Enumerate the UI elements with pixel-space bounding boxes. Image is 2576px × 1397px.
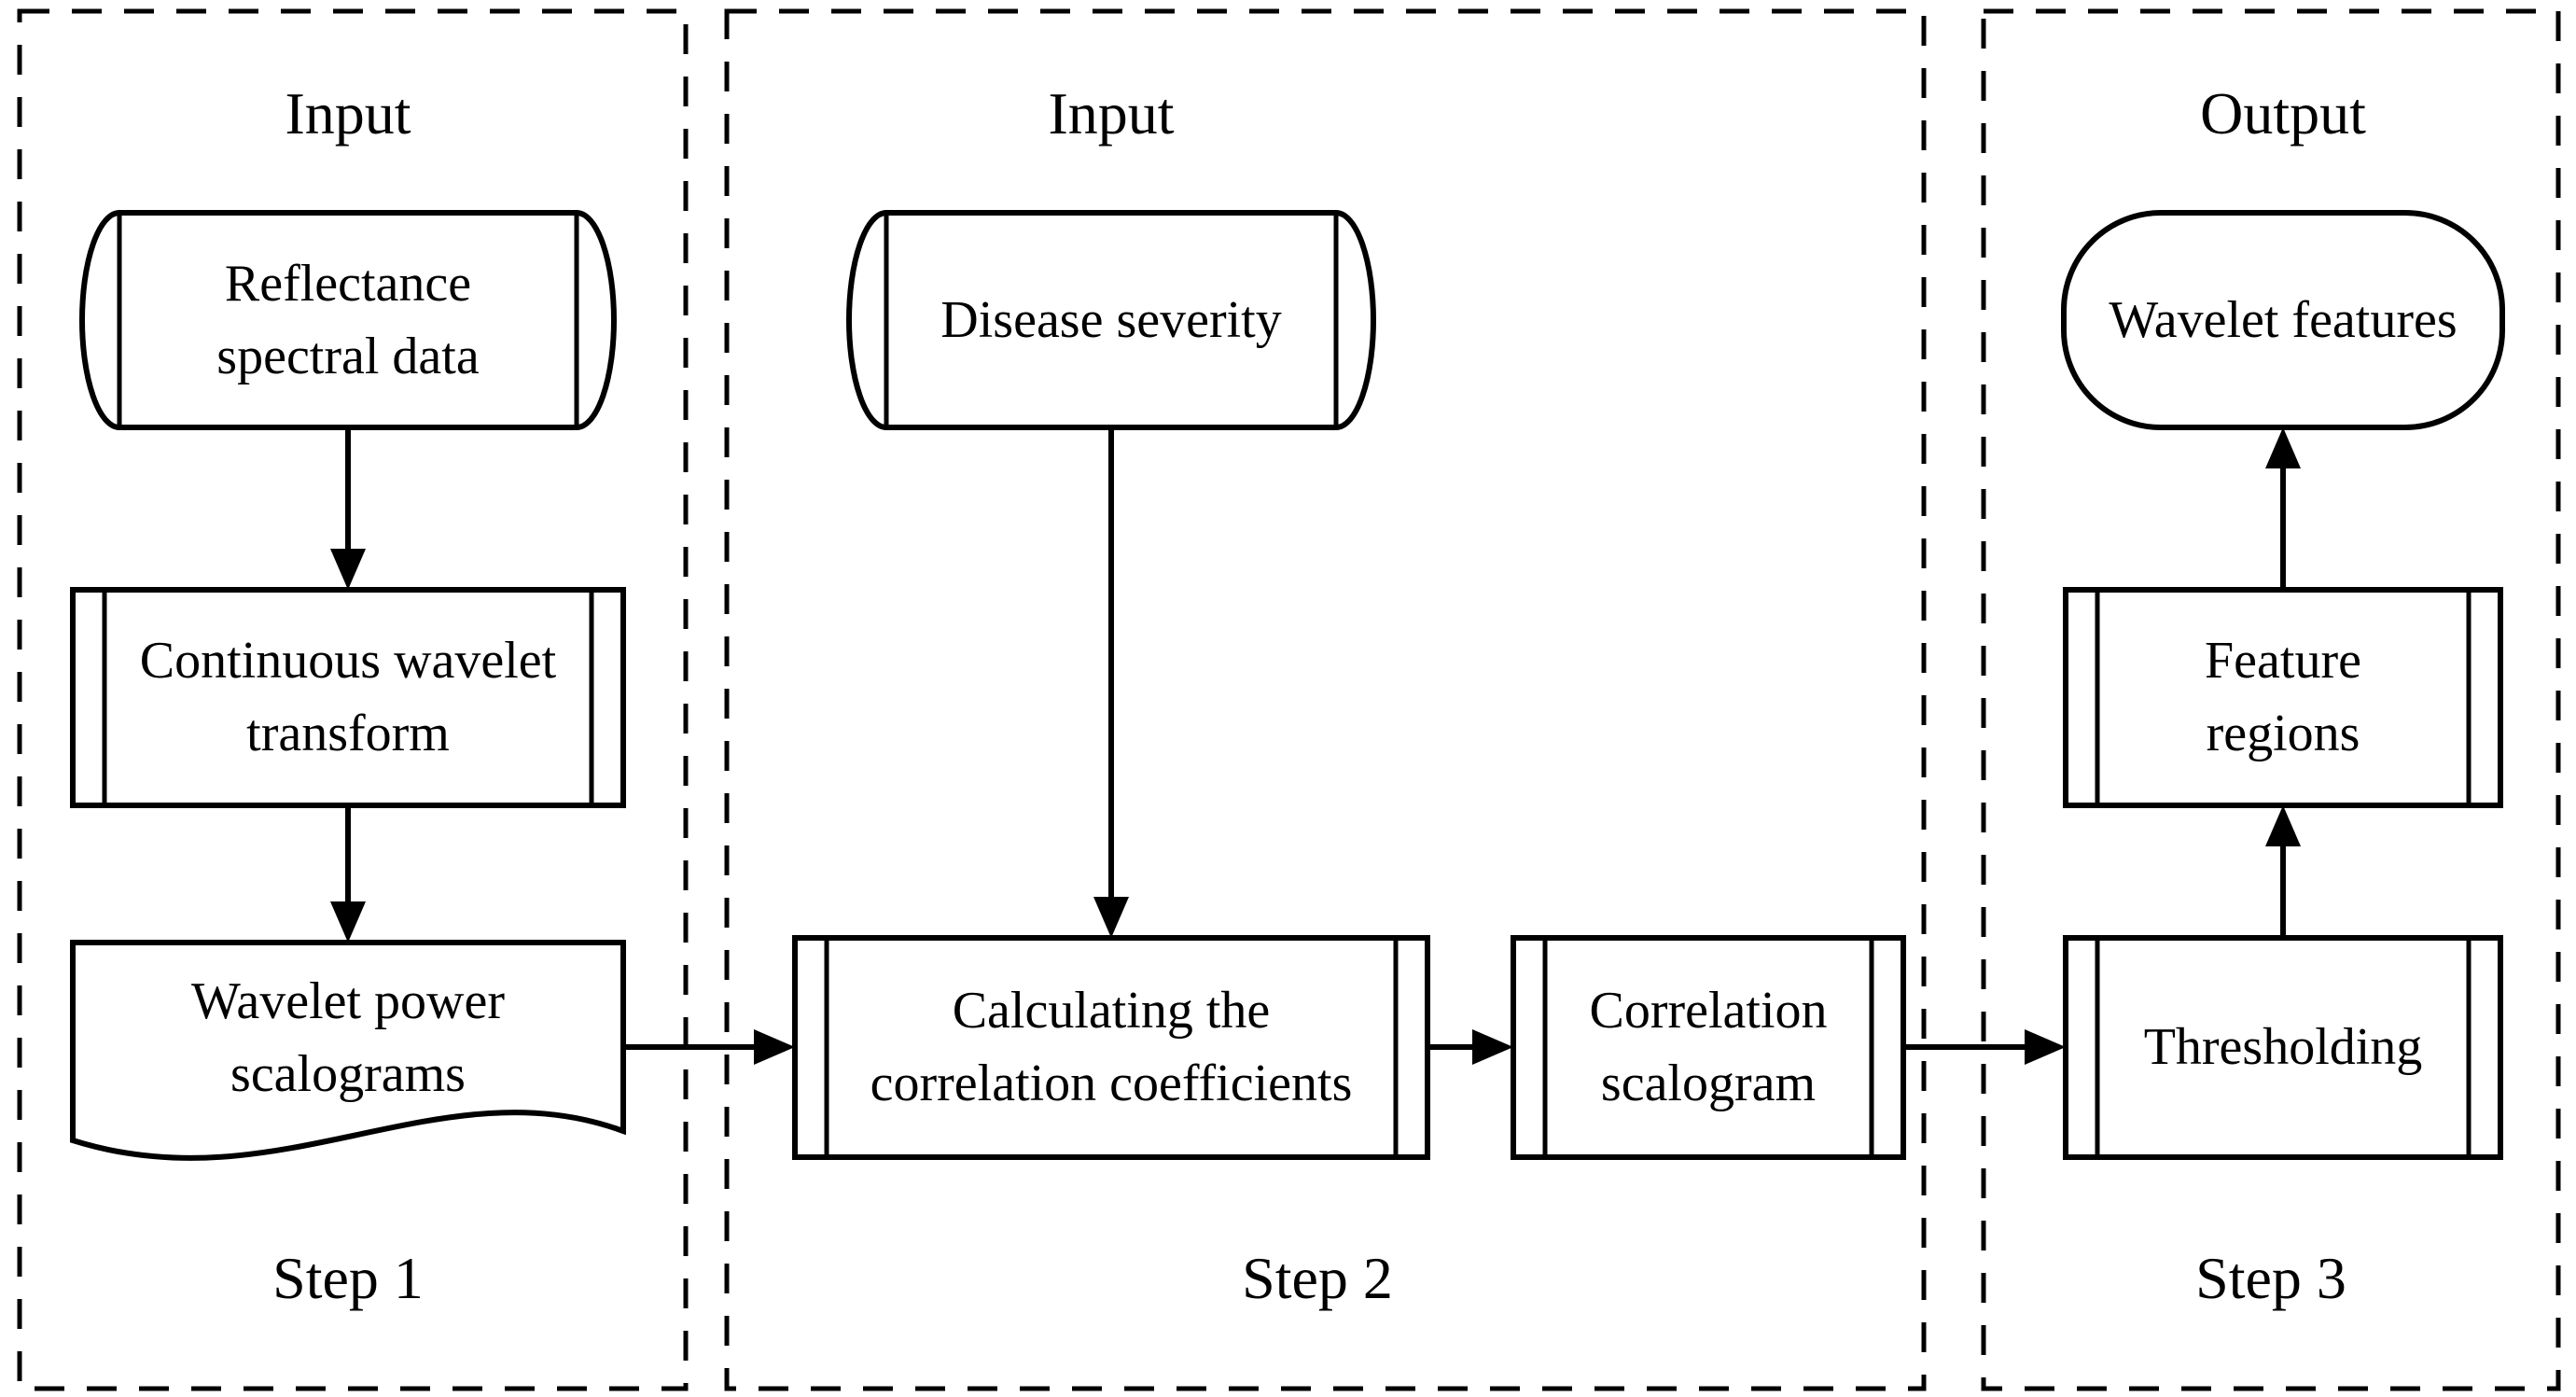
- step2-header-label: Input: [1048, 80, 1175, 147]
- reflectance-data-shape: [79, 210, 617, 430]
- thresholding-process-label: Thresholding: [2143, 1018, 2423, 1076]
- arrow-regions-to-features: [2265, 427, 2301, 590]
- cwt-process-label: Continuous wavelet transform: [139, 632, 557, 762]
- scalograms-document-shape: [70, 940, 626, 1161]
- arrow-calculating-to-correlation: [1427, 1029, 1513, 1065]
- severity-data-shape: [846, 210, 1376, 430]
- step3-panel-border: [1981, 8, 2561, 1391]
- arrow-cwt-to-scalograms: [330, 805, 366, 943]
- step1-panel-border: [17, 8, 689, 1391]
- step2-label: Step 2: [1242, 1245, 1393, 1311]
- arrow-correlation-to-thresholding: [1903, 1029, 2066, 1065]
- scalograms-document-label: Wavelet power scalograms: [191, 972, 505, 1103]
- step2-panel-border: [724, 8, 1927, 1391]
- arrow-severity-to-calculating: [1093, 427, 1129, 938]
- step1-label: Step 1: [272, 1245, 424, 1311]
- calculating-process-label: Calculating the correlation coefficients: [870, 982, 1353, 1112]
- arrow-thresholding-to-regions: [2265, 805, 2301, 938]
- reflectance-data-label: Reflectance spectral data: [216, 255, 480, 385]
- arrow-scalograms-to-calculating: [623, 1029, 795, 1065]
- step3-label: Step 3: [2195, 1245, 2346, 1311]
- regions-process-label: Feature regions: [2205, 632, 2361, 762]
- arrow-reflectance-to-cwt: [330, 427, 366, 590]
- features-terminator-label: Wavelet features: [2109, 291, 2458, 349]
- step1-header-label: Input: [285, 80, 411, 147]
- severity-data-label: Disease severity: [940, 291, 1282, 349]
- correlation-process-label: Correlation scalogram: [1589, 982, 1828, 1112]
- step3-header-label: Output: [2200, 80, 2366, 147]
